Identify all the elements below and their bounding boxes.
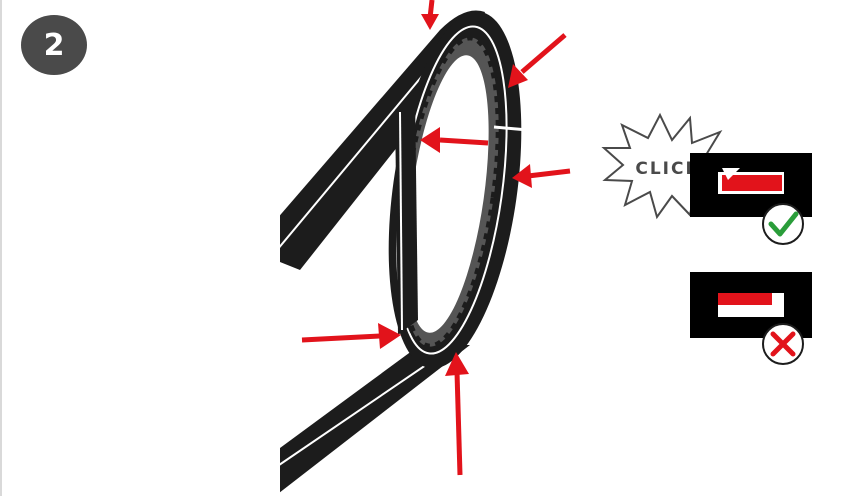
step-number-badge: 2 xyxy=(21,15,87,75)
arrow-top-left xyxy=(421,0,439,30)
arrow-inner xyxy=(420,127,489,153)
arrow-bottom xyxy=(445,352,469,476)
indicator-arrows xyxy=(301,0,571,476)
left-edge-divider xyxy=(0,0,2,496)
click-label: CLICK xyxy=(635,159,700,179)
incorrect-connection-detail xyxy=(690,272,812,338)
arrow-top-right xyxy=(508,33,567,88)
arrow-bottom-left xyxy=(301,323,401,349)
correct-connection-detail xyxy=(690,153,812,217)
step-number: 2 xyxy=(43,27,65,63)
arrow-right-middle xyxy=(512,164,571,188)
cross-icon xyxy=(762,323,804,365)
timing-belt xyxy=(280,10,529,493)
click-starburst: CLICK xyxy=(601,112,733,220)
check-icon xyxy=(762,203,804,245)
